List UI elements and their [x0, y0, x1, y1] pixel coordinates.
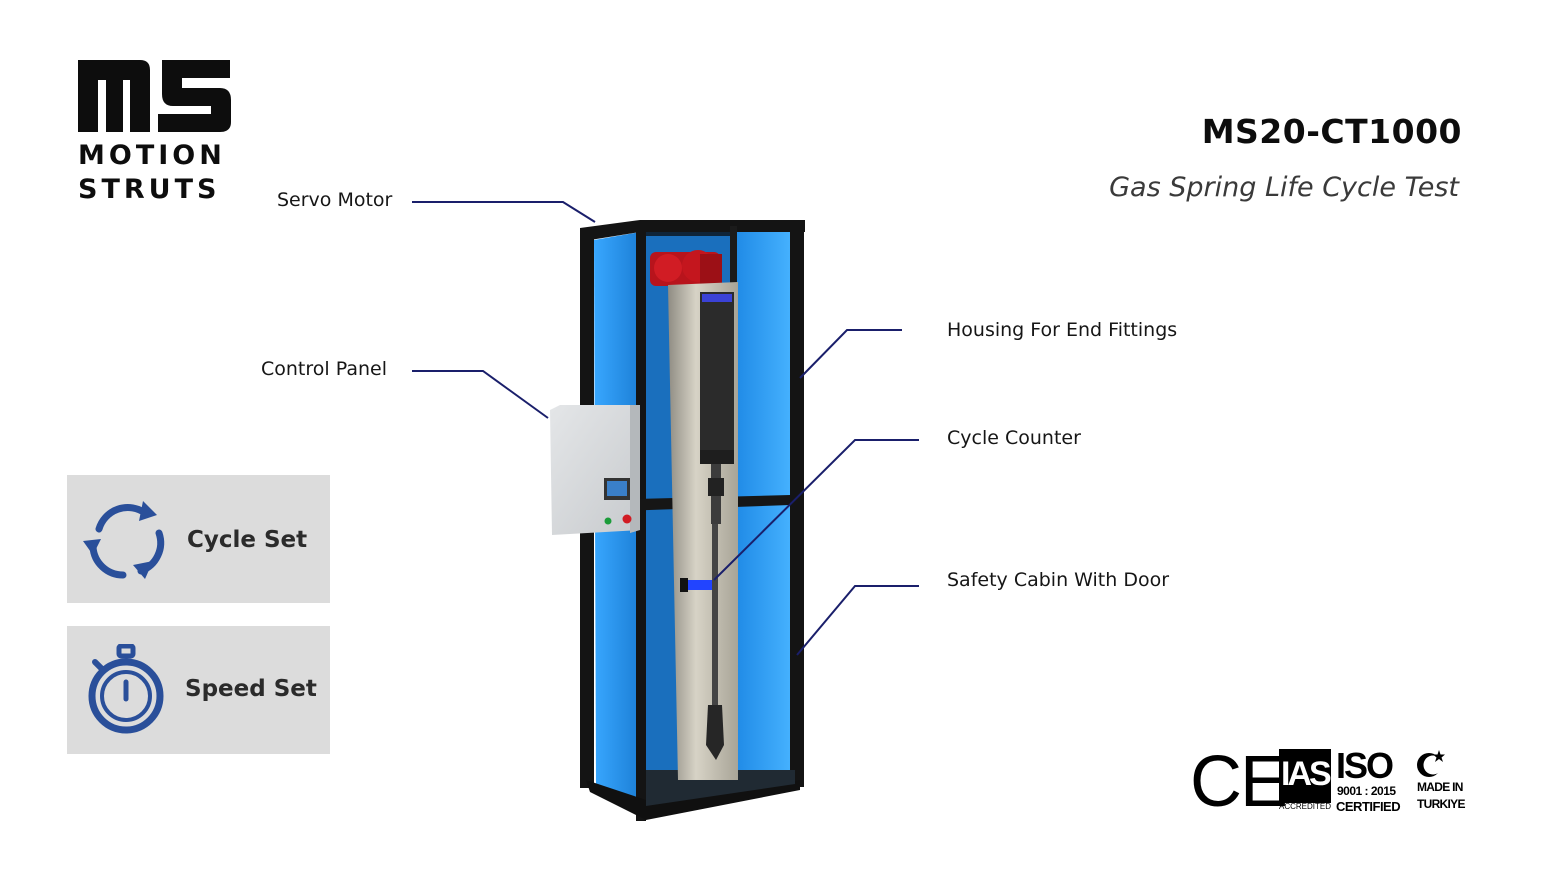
made-in-line1: MADE IN — [1417, 780, 1463, 794]
cycle-set-label: Cycle Set — [187, 527, 308, 553]
speed-set-label: Speed Set — [185, 676, 317, 702]
iso-text: ISO — [1336, 745, 1394, 786]
page-title: MS20-CT1000 — [1201, 112, 1462, 151]
ias-text: IAS — [1281, 755, 1332, 793]
callout-safety-cabin: Safety Cabin With Door — [947, 569, 1170, 591]
cycle-arrows-icon — [83, 499, 169, 585]
stopwatch-icon — [85, 643, 169, 742]
control-panel — [550, 405, 640, 535]
made-in-line2: TURKIYE — [1417, 797, 1465, 811]
callout-servo-motor: Servo Motor — [277, 189, 393, 211]
callout-cycle-counter: Cycle Counter — [947, 427, 1081, 449]
crescent-star-icon — [1416, 748, 1448, 784]
brand-line-struts: STRUTS — [78, 174, 221, 205]
iso-standard: 9001 : 2015 — [1337, 784, 1396, 798]
ias-subtitle: ACCREDITED — [1279, 802, 1332, 811]
brand-line-motion: MOTION — [78, 140, 226, 171]
leader-lines — [412, 201, 919, 656]
test-column — [668, 282, 738, 780]
ias-badge-icon: IAS — [1279, 749, 1332, 803]
certification-logos: CE IAS ACCREDITED ISO 9001 : 2015 CERTIF… — [1190, 742, 1475, 822]
brand-logo: MOTION STRUTS — [78, 60, 233, 205]
iso-certified: CERTIFIED — [1336, 799, 1401, 814]
servo-motor — [650, 250, 722, 286]
page-subtitle: Gas Spring Life Cycle Test — [1109, 172, 1459, 203]
callout-housing: Housing For End Fittings — [947, 319, 1178, 341]
ce-mark-icon: CE — [1190, 742, 1288, 822]
feature-card-speed-set: Speed Set — [67, 626, 330, 754]
ms-monogram-icon — [78, 60, 231, 132]
callout-control-panel: Control Panel — [261, 358, 387, 380]
feature-card-cycle-set: Cycle Set — [67, 475, 330, 603]
